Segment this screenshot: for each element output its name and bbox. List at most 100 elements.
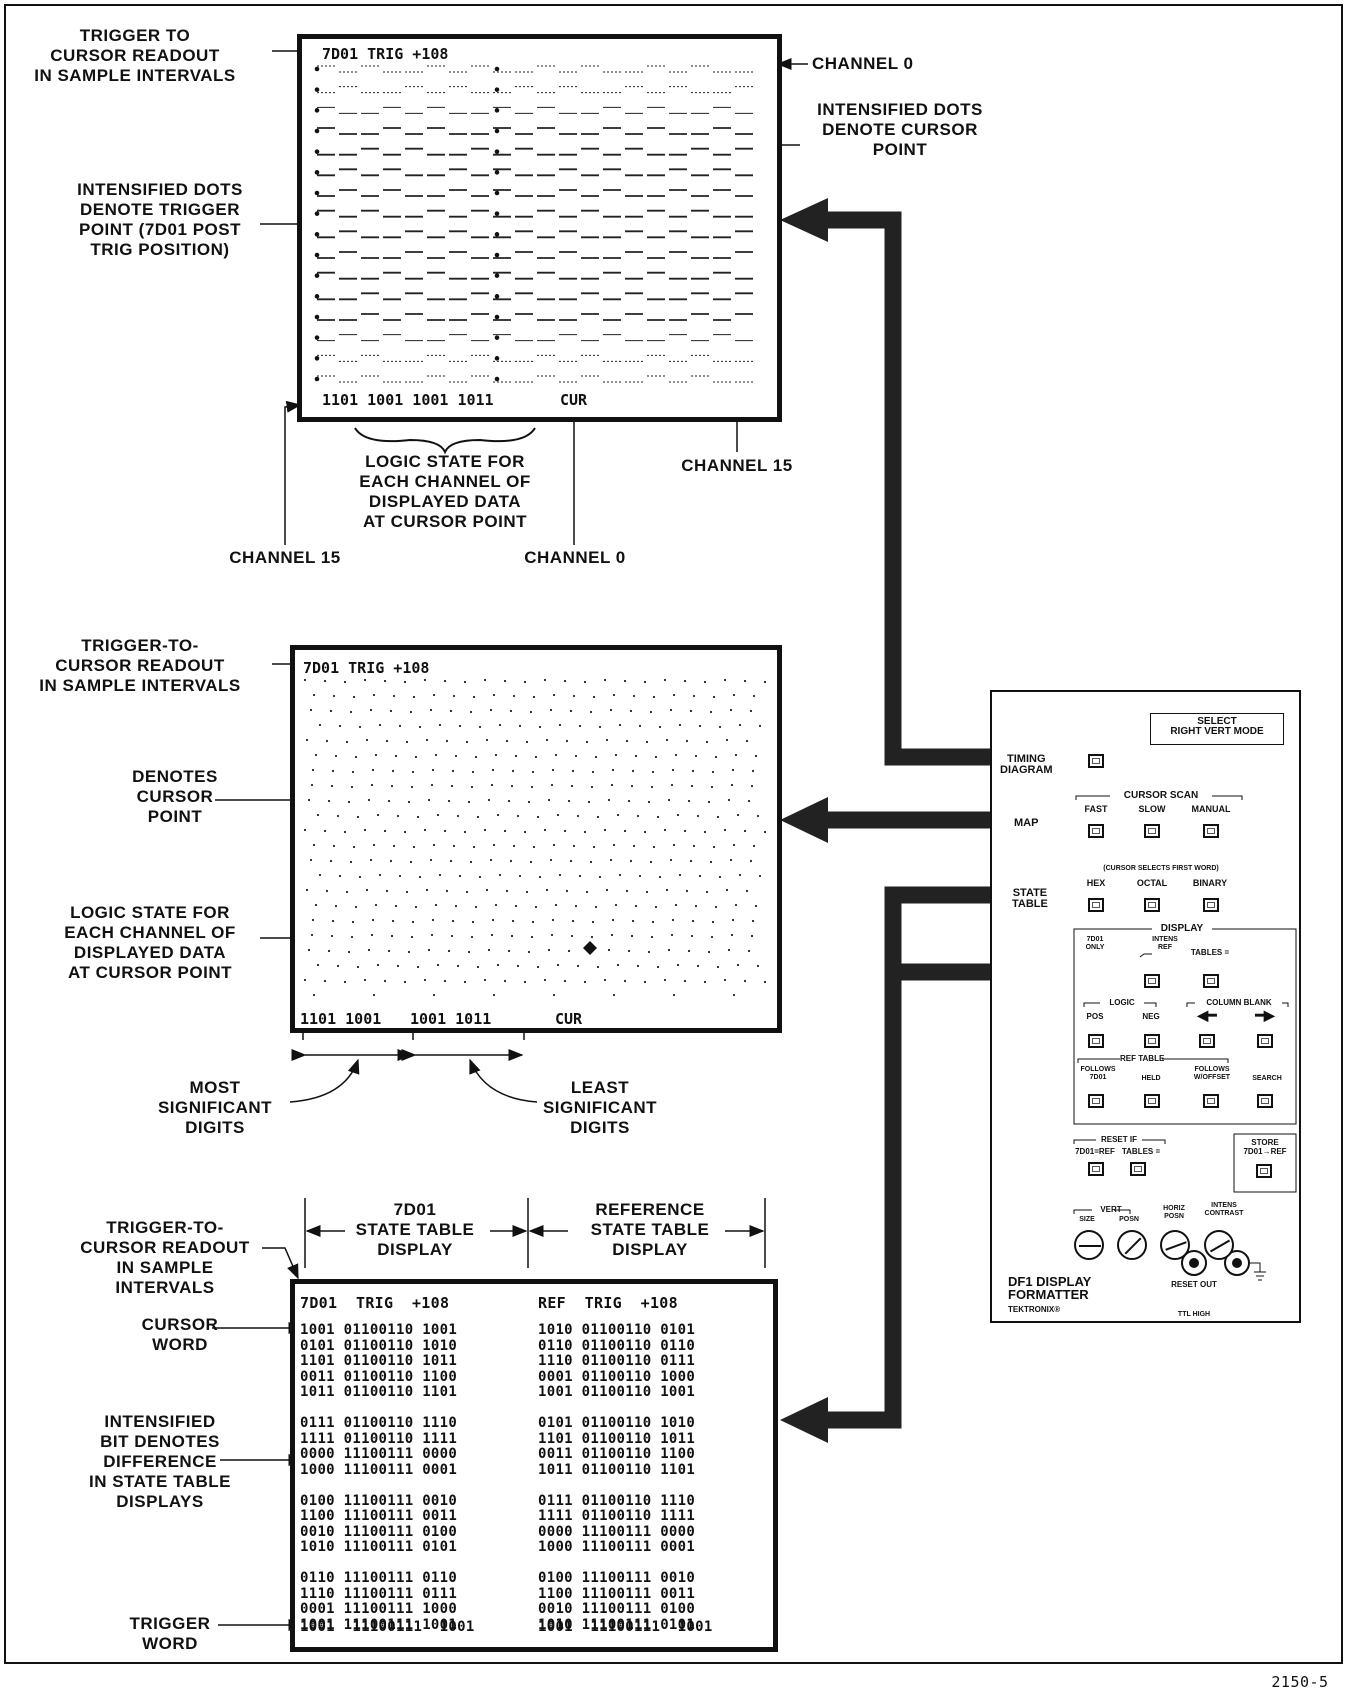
- store-button[interactable]: [1256, 1164, 1272, 1178]
- map-dot: [532, 845, 536, 849]
- arrow-to-timing: [810, 211, 1000, 766]
- map-dot: [630, 784, 634, 788]
- map-dot: [467, 800, 471, 804]
- map-dot: [498, 873, 502, 877]
- map-dot: [374, 903, 378, 907]
- map-dot: [630, 934, 634, 938]
- map-dot: [623, 679, 627, 683]
- intensified-dot: [494, 149, 500, 154]
- map-dot: [614, 903, 618, 907]
- map-dot: [571, 919, 575, 923]
- map-dot: [518, 874, 522, 878]
- map-dot: [750, 934, 754, 938]
- map-dot: [583, 980, 587, 984]
- intens-ref-button[interactable]: [1144, 974, 1160, 988]
- map-dot: [663, 828, 667, 832]
- map-dot: [650, 935, 654, 939]
- timing-diagram-button[interactable]: [1088, 754, 1104, 768]
- intens-contrast-knob[interactable]: [1204, 1230, 1234, 1260]
- map-dot: [394, 904, 398, 908]
- vert-size-knob[interactable]: [1074, 1230, 1104, 1260]
- map-dot: [756, 964, 760, 968]
- map-dot: [505, 889, 509, 893]
- map-dot: [683, 979, 687, 983]
- map-dot: [358, 875, 362, 879]
- horiz-posn-knob[interactable]: [1160, 1230, 1190, 1260]
- map-dot: [569, 859, 573, 863]
- state-row-right: 1110 01100110 0111: [538, 1353, 696, 1369]
- label-fast: FAST: [1084, 804, 1108, 814]
- map-dot: [605, 888, 609, 892]
- map-dot: [756, 814, 760, 818]
- map-dot: [591, 770, 595, 774]
- map-dot: [596, 815, 600, 819]
- map-dot: [731, 918, 735, 922]
- map-dot: [465, 890, 469, 894]
- reset-7d01-ref-button[interactable]: [1088, 1162, 1104, 1176]
- tables-eq-button[interactable]: [1203, 974, 1219, 988]
- map-dot: [350, 935, 354, 939]
- map-dot: [403, 980, 407, 984]
- held-button[interactable]: [1144, 1094, 1160, 1108]
- map-dot: [550, 933, 554, 937]
- label-reset-if: RESET IF: [1100, 1135, 1137, 1144]
- map-dot: [554, 903, 558, 907]
- follows-7d01-button[interactable]: [1088, 1094, 1104, 1108]
- map-dot: [471, 920, 475, 924]
- map-dot: [396, 814, 400, 818]
- map-dot: [603, 978, 607, 982]
- map-dot: [656, 815, 660, 819]
- map-dot: [710, 785, 714, 789]
- map-dot: [654, 905, 658, 909]
- map-dot: [598, 875, 602, 879]
- map-dot: [334, 754, 338, 758]
- map-dot: [596, 965, 600, 969]
- map-dot: [511, 769, 515, 773]
- vert-posn-knob[interactable]: [1117, 1230, 1147, 1260]
- timing-readout: 7D01 TRIG +108: [322, 45, 449, 63]
- label-pos: POS: [1086, 1012, 1104, 1021]
- map-dot: [636, 964, 640, 968]
- map-dot: [629, 859, 633, 863]
- map-dot: [498, 723, 502, 727]
- intensified-dot: [314, 170, 320, 175]
- map-dot: [565, 889, 569, 893]
- manual-button[interactable]: [1203, 824, 1219, 838]
- search-button[interactable]: [1257, 1094, 1273, 1108]
- map-dot: [434, 753, 438, 757]
- column-blank-left-button[interactable]: [1199, 1034, 1215, 1048]
- map-dot: [476, 815, 480, 819]
- pos-button[interactable]: [1088, 1034, 1104, 1048]
- map-dot: [574, 754, 578, 758]
- map-dot: [491, 768, 495, 772]
- column-blank-right-button[interactable]: [1257, 1034, 1273, 1048]
- map-dot: [411, 920, 415, 924]
- map-dot: [549, 708, 553, 712]
- reset-tables-button[interactable]: [1130, 1162, 1146, 1176]
- map-dot: [652, 695, 656, 699]
- slow-button[interactable]: [1144, 824, 1160, 838]
- map-dot: [505, 739, 509, 743]
- map-dot: [383, 979, 387, 983]
- octal-button[interactable]: [1144, 898, 1160, 912]
- label-reset-tables: TABLES =: [1121, 1147, 1161, 1156]
- map-dot: [365, 738, 369, 742]
- map-dot: [349, 860, 353, 864]
- neg-button[interactable]: [1144, 1034, 1160, 1048]
- state-row-left: 1000 11100111 0001: [300, 1461, 458, 1478]
- map-dot: [336, 814, 340, 818]
- hex-button[interactable]: [1088, 898, 1104, 912]
- map-dot: [438, 723, 442, 727]
- map-dot: [616, 813, 620, 817]
- map-dot: [605, 738, 609, 742]
- map-dot: [490, 933, 494, 937]
- fast-button[interactable]: [1088, 824, 1104, 838]
- follows-offset-button[interactable]: [1203, 1094, 1219, 1108]
- binary-button[interactable]: [1203, 898, 1219, 912]
- map-dot: [752, 694, 756, 698]
